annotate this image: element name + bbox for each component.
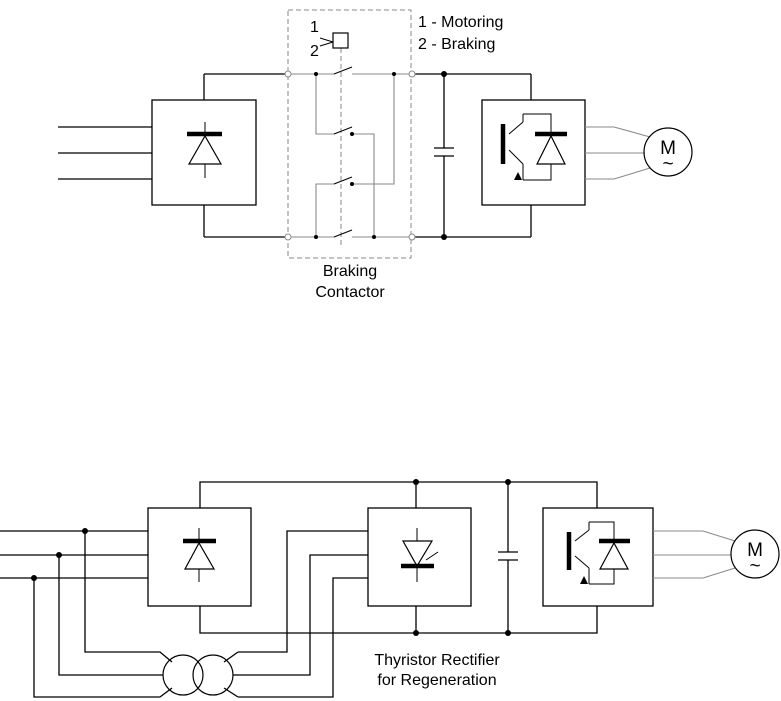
braking-contactor [285, 10, 415, 258]
igbt-inverter-block [482, 100, 585, 205]
ac-input-lines-bottom [0, 528, 172, 697]
igbt-inverter-block-bottom [543, 508, 653, 606]
ac-input-lines-top [58, 127, 152, 179]
bottom-diagram: M ~ Thyristor Rectifier for Regeneration [0, 479, 779, 697]
switch-number-1: 1 [310, 19, 319, 36]
dc-link-capacitor-bottom [498, 479, 518, 636]
contactor-label-line-2: Contactor [315, 284, 385, 301]
motor-connections-top [585, 127, 650, 179]
contactor-coil-icon [333, 33, 348, 48]
dc-link-capacitor-top [434, 71, 454, 240]
diode-rectifier-block-bottom [148, 508, 251, 606]
thyristor-rectifier-block [368, 508, 471, 606]
motor-icon-bottom: M ~ [731, 530, 779, 578]
legend-motoring: 1 - Motoring [418, 14, 503, 31]
top-diagram: M ~ 1 2 1 - Motoring 2 - Braking Braking… [58, 10, 692, 301]
motor-tilde-bottom: ~ [749, 556, 760, 577]
motor-connections-bottom [653, 531, 735, 578]
regen-label-line-1: Thyristor Rectifier [374, 652, 500, 669]
legend-braking: 2 - Braking [418, 36, 495, 53]
switch-number-2: 2 [310, 43, 319, 60]
regen-label-line-2: for Regeneration [377, 672, 496, 689]
motor-tilde-top: ~ [662, 154, 673, 175]
diode-rectifier-block [152, 100, 256, 205]
contactor-label-line-1: Braking [323, 263, 377, 280]
motor-icon-top: M ~ [644, 128, 692, 176]
